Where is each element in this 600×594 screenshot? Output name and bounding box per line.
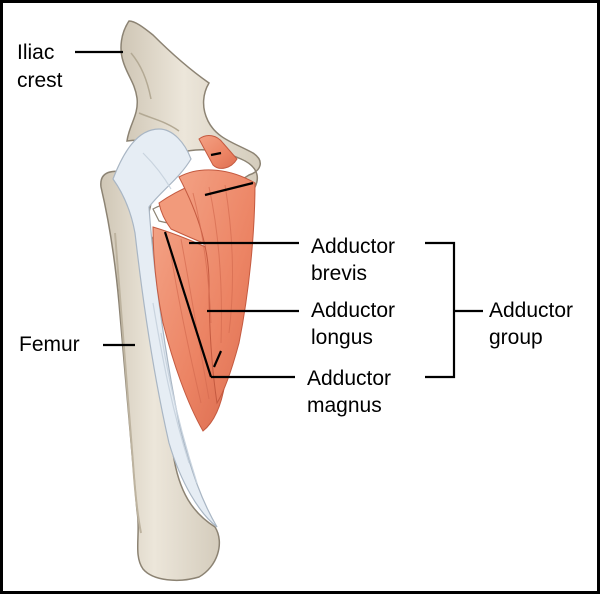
label-adductor-magnus-line1: Adductor xyxy=(307,367,392,390)
label-iliac-crest-line1: Iliac xyxy=(17,41,55,64)
ligament-fibres xyxy=(142,152,198,484)
ligament-sheath xyxy=(112,128,218,528)
label-adductor-group-line1: Adductor xyxy=(489,299,574,322)
label-adductor-longus-line1: Adductor xyxy=(311,299,396,322)
femur-shaft-shadow xyxy=(114,232,142,534)
label-iliac-crest-line2: crest xyxy=(17,69,63,92)
longus-diagonal-leader xyxy=(212,350,223,368)
leader-lines xyxy=(75,50,483,379)
label-adductor-brevis-line2: brevis xyxy=(311,262,368,285)
pectineus-muscle xyxy=(198,135,238,169)
label-adductor-brevis-line1: Adductor xyxy=(311,235,396,258)
muscle-fibres xyxy=(168,184,233,404)
pectineus-leader xyxy=(210,151,222,157)
pelvis-inner-ridge xyxy=(130,52,180,132)
label-femur: Femur xyxy=(19,333,80,356)
adductor-group-bracket xyxy=(425,241,483,379)
label-adductor-longus-line2: longus xyxy=(311,326,373,349)
brevis-inner-leader xyxy=(204,181,254,197)
adductor-muscles-illustration xyxy=(75,20,483,582)
label-adductor-group-line2: group xyxy=(489,326,543,349)
magnus-diagonal-leader xyxy=(163,231,213,378)
label-adductor-magnus-line2: magnus xyxy=(307,394,382,417)
